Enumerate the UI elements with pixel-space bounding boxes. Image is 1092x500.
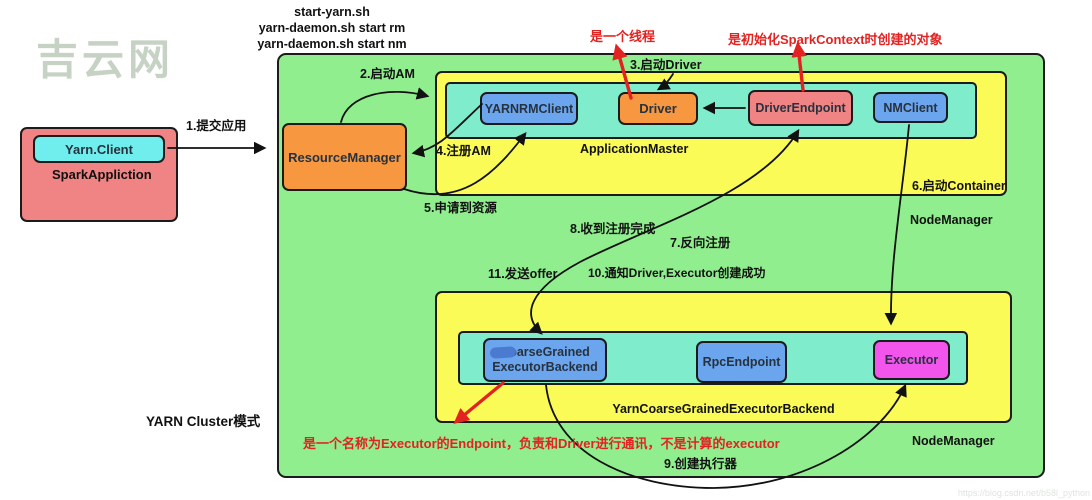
application-master-label: ApplicationMaster — [580, 142, 689, 156]
step-1-label: 1.提交应用 — [186, 119, 247, 133]
resource-manager-label: ResourceManager — [288, 149, 401, 165]
step-7-label: 7.反向注册 — [670, 236, 731, 250]
yarn-client-box: Yarn.Client — [33, 135, 165, 163]
cgeb-label-line2: ExecutorBackend — [492, 360, 598, 374]
yarn-rm-client-label: YARNRMClient — [484, 101, 574, 116]
step-3-label: 3.启动Driver — [630, 58, 702, 72]
node-manager-bottom-label: NodeManager — [912, 434, 995, 448]
driver-endpoint-label: DriverEndpoint — [755, 101, 846, 115]
node-manager-top-label: NodeManager — [910, 213, 993, 227]
executor-label: Executor — [884, 353, 939, 367]
coarse-grained-executor-backend-box: CoarseGrained ExecutorBackend — [483, 338, 607, 382]
executor-box: Executor — [873, 340, 950, 380]
startup-scripts: start-yarn.sh yarn-daemon.sh start rm ya… — [252, 4, 412, 52]
annotation-driver-thread: 是一个线程 — [590, 29, 656, 44]
driver-endpoint-box: DriverEndpoint — [748, 90, 853, 126]
annotation-sparkcontext: 是初始化SparkContext时创建的对象 — [728, 32, 943, 47]
driver-box: Driver — [618, 92, 698, 125]
yarn-cgeb-label: YarnCoarseGrainedExecutorBackend — [612, 402, 835, 416]
step-11-label: 11.发送offer — [488, 267, 558, 281]
script-line-3: yarn-daemon.sh start nm — [257, 37, 407, 51]
script-line-1: start-yarn.sh — [294, 5, 370, 19]
url-watermark: https://blog.csdn.net/b58l_python — [957, 488, 1090, 498]
cgeb-label-line1: CoarseGrained — [500, 345, 590, 359]
rpc-endpoint-box: RpcEndpoint — [696, 341, 787, 383]
step-8-label: 8.收到注册完成 — [570, 222, 656, 236]
yarn-client-label: Yarn.Client — [65, 141, 133, 157]
yarn-rm-client-box: YARNRMClient — [480, 92, 578, 125]
script-line-2: yarn-daemon.sh start rm — [258, 21, 406, 35]
nm-client-label: NMClient — [883, 100, 938, 115]
step-10-label: 10.通知Driver,Executor创建成功 — [588, 266, 766, 280]
step-4-label: 4.注册AM — [436, 144, 491, 158]
step-5-label: 5.申请到资源 — [424, 201, 497, 215]
site-watermark: 吉云网 — [36, 36, 175, 83]
rpc-endpoint-label: RpcEndpoint — [702, 355, 781, 369]
driver-label: Driver — [639, 101, 677, 116]
nm-client-box: NMClient — [873, 92, 948, 123]
step-2-label: 2.启动AM — [360, 67, 415, 81]
spark-application-label: SparkAppliction — [52, 167, 152, 182]
annotation-executor-endpoint: 是一个名称为Executor的Endpoint，负责和Driver进行通讯，不是… — [303, 436, 780, 451]
step-9-label: 9.创建执行器 — [664, 457, 737, 471]
mode-label: YARN Cluster模式 — [146, 414, 261, 429]
step-6-label: 6.启动Container — [912, 179, 1006, 193]
highlight-smudge — [489, 346, 517, 359]
resource-manager-box: ResourceManager — [282, 123, 407, 191]
